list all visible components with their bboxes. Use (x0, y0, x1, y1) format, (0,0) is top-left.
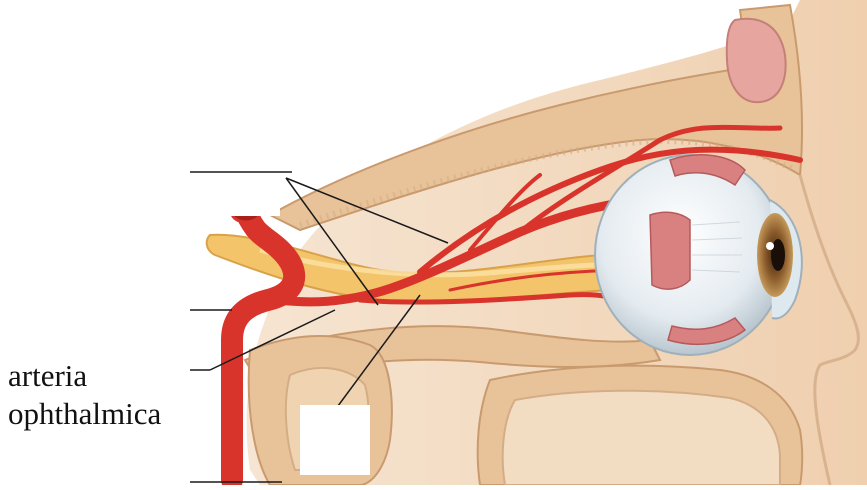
blank-label-box-2 (300, 405, 370, 475)
label-line-2: ophthalmica (8, 395, 161, 433)
blank-label-box-1 (190, 176, 280, 216)
maxillary-sinus (503, 391, 780, 485)
lateral-rectus-muscle (650, 212, 690, 289)
eye-highlight (766, 242, 774, 250)
label-line-1: arteria (8, 357, 161, 395)
ophthalmic-artery-label: arteria ophthalmica (8, 357, 161, 433)
